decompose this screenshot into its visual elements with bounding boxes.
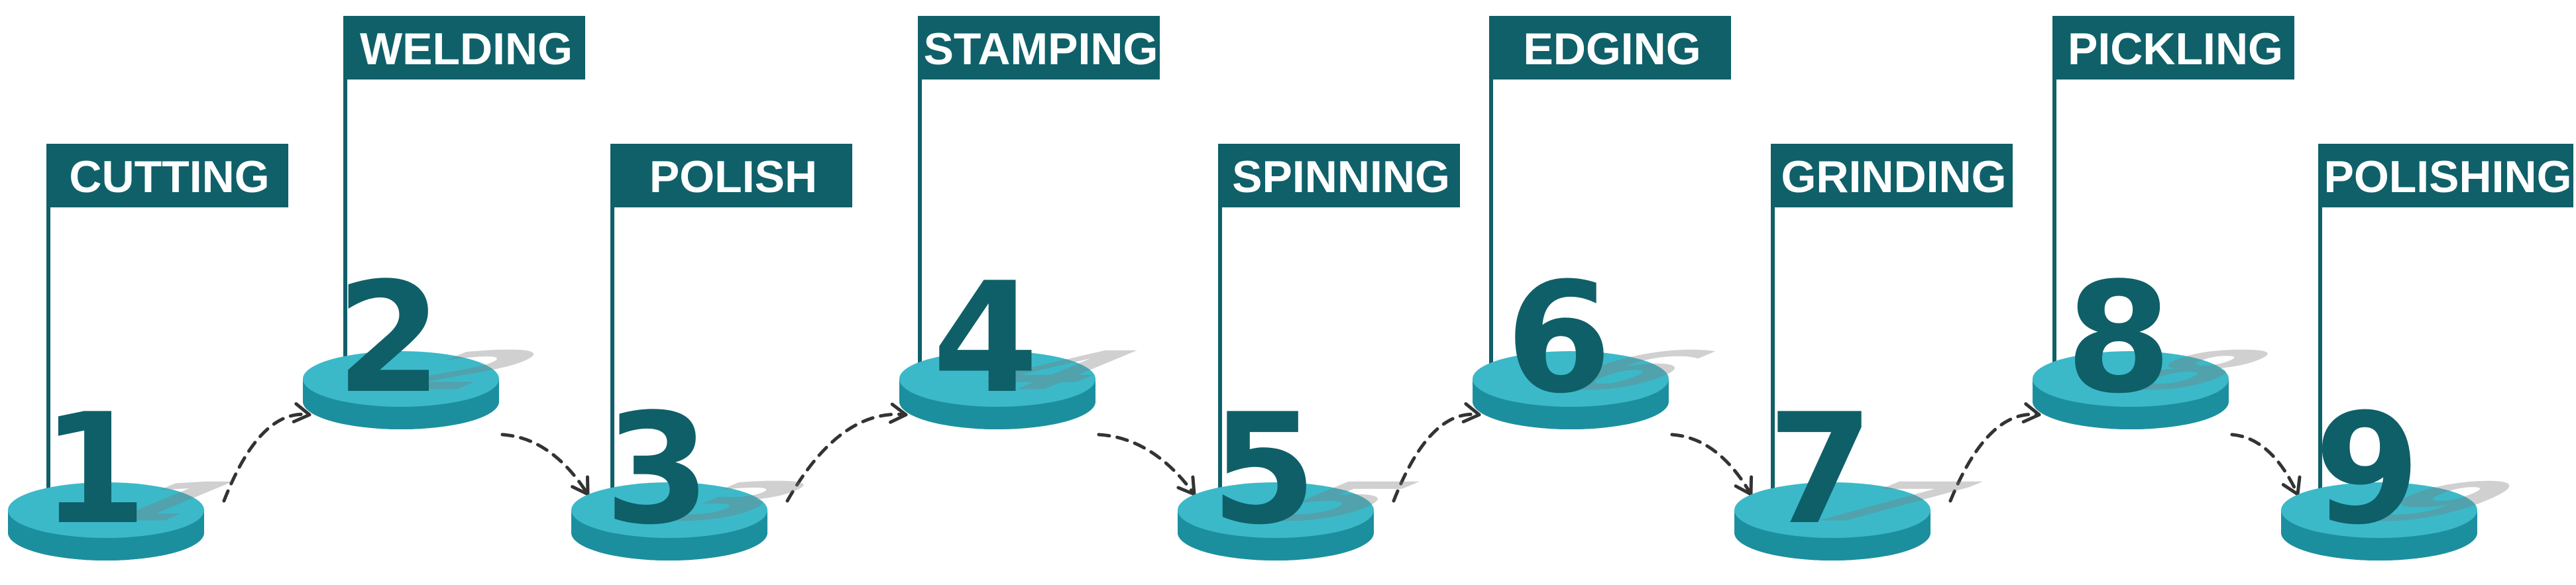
flag-banner (918, 16, 1160, 80)
arrow-head-icon (2281, 475, 2302, 496)
flag-pole (918, 16, 922, 386)
flag-banner (2052, 16, 2294, 80)
connector-arrow (1948, 402, 2041, 503)
flag-pole (1771, 144, 1775, 517)
steps-layer: CUTTING11WELDING22POLISH33STAMPING44SPIN… (8, 16, 2573, 560)
connector-arrow (222, 402, 311, 503)
disc-top (8, 482, 204, 538)
flag-pole (2052, 16, 2056, 386)
arrow-line (2230, 433, 2300, 496)
arrow-head-icon (571, 475, 590, 496)
step-label: CUTTING (69, 152, 269, 202)
step-number: 5 (1211, 382, 1317, 558)
arrow-line (1097, 433, 1196, 496)
step-number: 7 (1767, 382, 1874, 558)
flag-banner (1489, 16, 1731, 80)
flag-pole (610, 144, 614, 517)
flag-banner (46, 144, 288, 207)
step-number: 1 (41, 382, 147, 558)
flag-banner (1218, 144, 1460, 207)
step-label: SPINNING (1232, 152, 1450, 202)
flag-pole (46, 144, 50, 517)
disc-top (2281, 482, 2477, 538)
step-label: STAMPING (924, 24, 1158, 74)
disc-top (1178, 482, 1374, 538)
flag-banner (343, 16, 585, 80)
disc-top (899, 351, 1095, 407)
connector-arrow (1392, 402, 1481, 503)
step-number: 4 (932, 250, 1038, 427)
step-number: 6 (1506, 250, 1612, 427)
step-label: PICKLING (2068, 24, 2283, 74)
step-label: POLISHING (2324, 152, 2571, 202)
disc-top (303, 351, 499, 407)
step-label: WELDING (360, 24, 573, 74)
connector-arrow (2230, 433, 2302, 496)
arrow-head-icon (889, 402, 908, 424)
arrow-head-icon (2021, 402, 2041, 424)
disc-top (571, 482, 767, 538)
arrow-line (500, 433, 590, 496)
arrow-head-icon (1176, 475, 1196, 496)
arrow-head-icon (1734, 475, 1754, 496)
step-number: 3 (604, 382, 710, 558)
step-label: GRINDING (1781, 152, 2007, 202)
arrow-line (1948, 412, 2041, 503)
connector-arrows (222, 402, 2302, 503)
flag-pole (2318, 144, 2322, 517)
arrow-line (785, 412, 908, 503)
flag-banner (1771, 144, 2013, 207)
step-label: POLISH (649, 152, 817, 202)
flag-pole (1218, 144, 1222, 517)
arrow-head-icon (292, 402, 311, 424)
flag-banner (610, 144, 852, 207)
arrow-line (222, 412, 311, 503)
disc-top (1734, 482, 1931, 538)
disc-top (2033, 351, 2229, 407)
flag-banner (2318, 144, 2573, 207)
step-number: 8 (2066, 250, 2172, 427)
step-label: EDGING (1523, 24, 1701, 74)
connector-arrow (1097, 433, 1196, 496)
flag-pole (343, 16, 347, 386)
connector-arrow (500, 433, 590, 496)
step-number: 9 (2314, 382, 2420, 558)
flag-pole (1489, 16, 1493, 386)
connector-arrow (1670, 433, 1754, 496)
disc-top (1473, 351, 1669, 407)
arrow-line (1670, 433, 1753, 496)
arrow-line (1392, 412, 1481, 503)
connector-arrow (785, 402, 908, 503)
step-number: 2 (336, 250, 442, 427)
arrow-head-icon (1461, 402, 1481, 424)
